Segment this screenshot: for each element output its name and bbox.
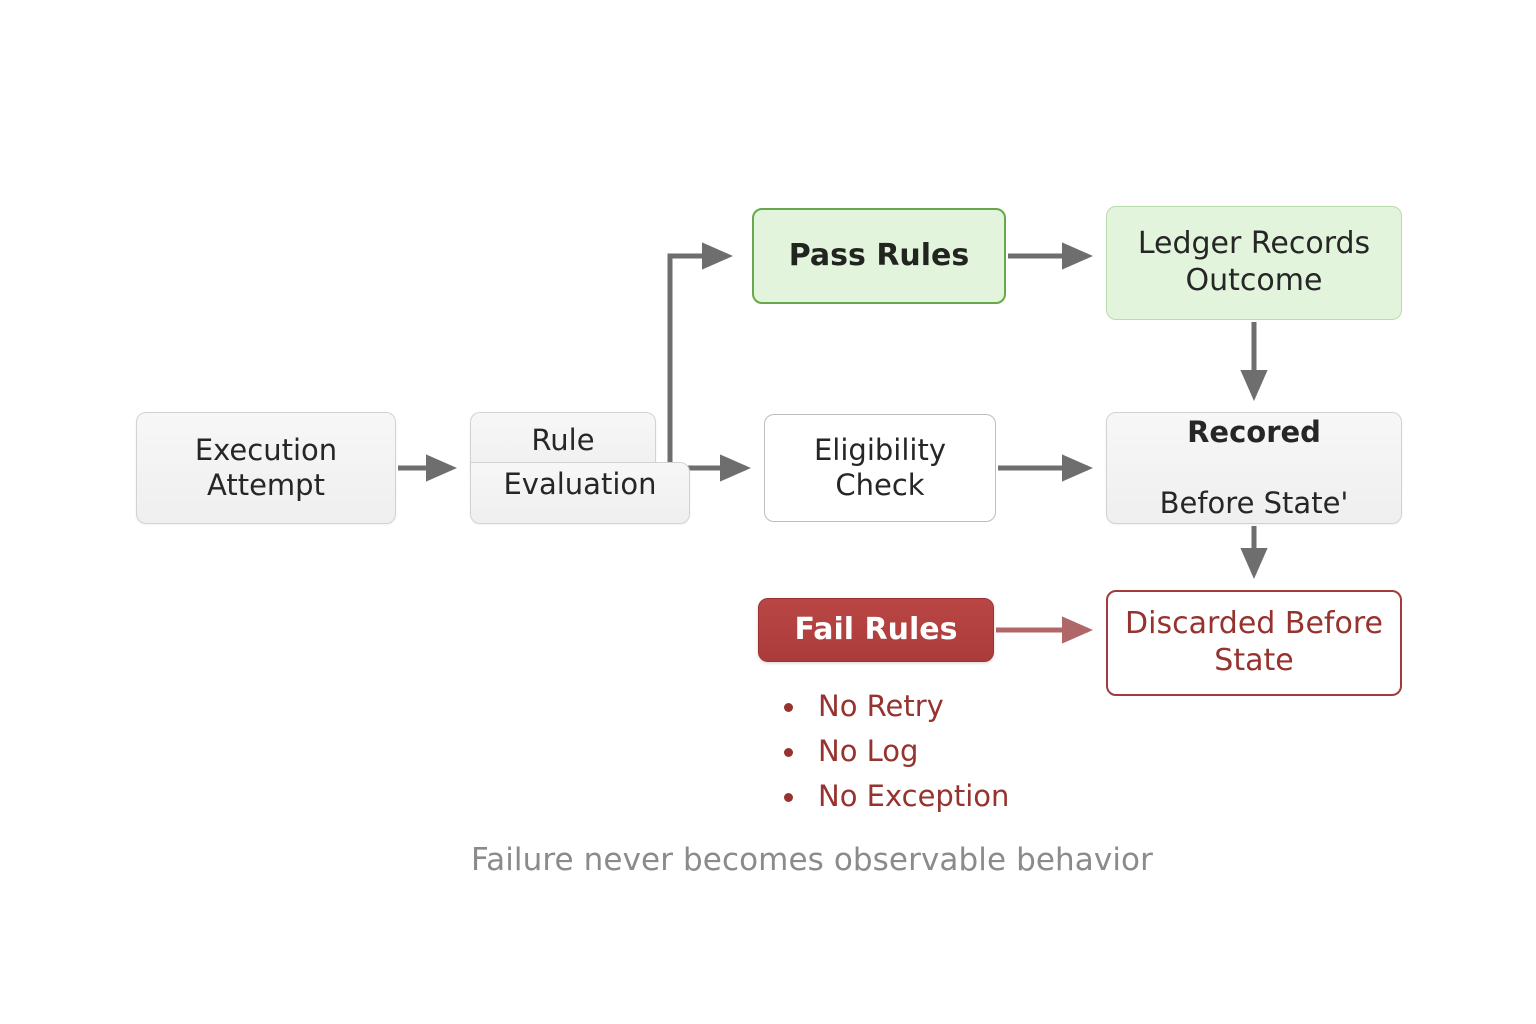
node-fail-rules[interactable]: Fail Rules — [758, 598, 994, 662]
node-discarded-before-state[interactable]: Discarded Before State — [1106, 590, 1402, 696]
diagram-caption: Failure never becomes observable behavio… — [0, 842, 1536, 878]
list-item: No Exception — [772, 774, 1192, 819]
node-ledger-records-outcome[interactable]: Ledger Records Outcome — [1106, 206, 1402, 320]
node-recorded-before-state[interactable]: Recored Before State' — [1106, 412, 1402, 524]
edge-rule-evaluation-to-pass-rules — [667, 242, 733, 468]
node-recorded-before-state-line2: Before State' — [1159, 485, 1349, 520]
node-recorded-before-state-line1: Recored — [1187, 414, 1321, 449]
list-item: No Log — [772, 729, 1192, 774]
node-rule-evaluation-lower[interactable]: Evaluation — [470, 462, 690, 524]
node-execution-attempt[interactable]: Execution Attempt — [136, 412, 396, 524]
node-eligibility-check[interactable]: Eligibility Check — [764, 414, 996, 522]
fail-rules-bullet-list: No Retry No Log No Exception — [772, 684, 1192, 819]
diagram-caption-text: Failure never becomes observable behavio… — [471, 842, 1153, 878]
node-pass-rules[interactable]: Pass Rules — [752, 208, 1006, 304]
list-item: No Retry — [772, 684, 1192, 729]
